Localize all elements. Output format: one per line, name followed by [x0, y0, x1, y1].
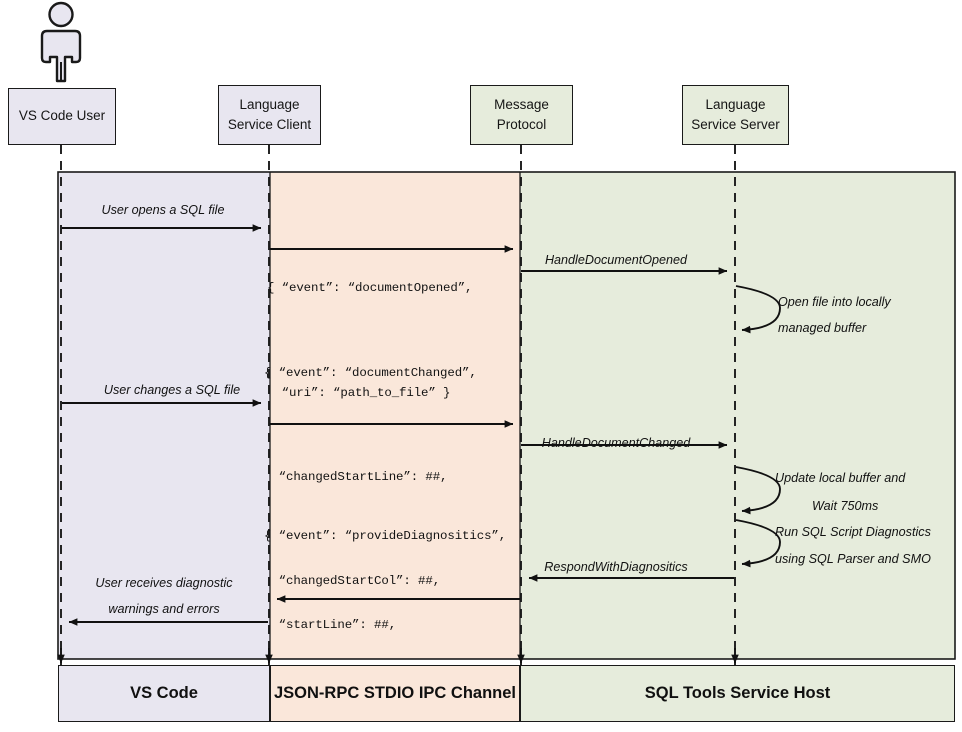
- label-handle-document-opened: HandleDocumentOpened: [544, 253, 688, 267]
- payload-line: “uri”: “path_to_file” }: [267, 386, 451, 400]
- payload-line: { “event”: “documentChanged”,: [264, 366, 477, 381]
- label-user-receives-diagnostics-line2: warnings and errors: [108, 602, 220, 616]
- label-user-changes-sql-file: User changes a SQL file: [103, 383, 241, 397]
- selfloop-run-sql-diagnostics: [735, 519, 781, 568]
- label-open-file-buffer-line1: Open file into locally: [778, 295, 891, 309]
- label-update-buffer-wait-line2: Wait 750ms: [812, 499, 879, 513]
- label-user-receives-diagnostics-line1: User receives diagnostic: [95, 576, 233, 590]
- payload-document-opened: { “event”: “documentOpened”, “uri”: “pat…: [267, 201, 473, 481]
- label-run-sql-diagnostics-line2: using SQL Parser and SMO: [775, 552, 931, 566]
- band-vs-code-bg: [58, 172, 270, 659]
- footer-band-label: JSON-RPC STDIO IPC Channel: [273, 684, 517, 702]
- payload-line: { “event”: “documentOpened”,: [267, 281, 473, 295]
- payload-line: “changedStartCol”: ##,: [264, 573, 441, 588]
- footer-band-json-rpc[interactable]: JSON-RPC STDIO IPC Channel: [270, 665, 520, 722]
- participant-label-line1: Language: [239, 96, 300, 112]
- participant-label-line1: Message: [494, 96, 549, 112]
- participant-vs-code-user[interactable]: VS Code User: [8, 88, 116, 145]
- band-json-rpc-bg: [270, 172, 520, 659]
- label-run-sql-diagnostics-line1: Run SQL Script Diagnostics: [775, 525, 931, 539]
- label-open-file-buffer-line2: managed buffer: [778, 321, 867, 335]
- footer-band-label: VS Code: [130, 684, 198, 702]
- label-user-opens-sql-file: User opens a SQL file: [101, 203, 225, 217]
- selfloop-open-file-buffer: [735, 285, 781, 334]
- payload-line: “startLine”: ##,: [264, 617, 397, 632]
- band-backgrounds: [57, 171, 956, 660]
- participant-label-line2: Service Client: [227, 117, 312, 132]
- participant-message-protocol[interactable]: Message Protocol: [470, 85, 573, 145]
- participant-label: VS Code User: [18, 108, 106, 124]
- participant-language-service-client[interactable]: Language Service Client: [218, 85, 321, 145]
- participant-language-service-server[interactable]: Language Service Server: [682, 85, 789, 145]
- payload-line: { “event”: “provideDiagnositics”,: [264, 529, 507, 543]
- label-handle-document-changed: HandleDocumentChanged: [541, 436, 691, 450]
- footer-band-label: SQL Tools Service Host: [644, 684, 831, 702]
- band-sql-tools-bg: [520, 172, 955, 659]
- payload-line: “changedStartLine”: ##,: [264, 469, 448, 484]
- participant-label-line2: Service Server: [691, 117, 780, 132]
- selfloop-update-buffer-wait: [735, 466, 781, 515]
- label-respond-with-diagnositics: RespondWithDiagnositics: [544, 560, 688, 574]
- footer-band-sql-tools[interactable]: SQL Tools Service Host: [520, 665, 955, 722]
- participant-label-line2: Protocol: [496, 117, 547, 132]
- footer-band-vs-code[interactable]: VS Code: [58, 665, 270, 722]
- participant-label-line1: Language: [705, 96, 766, 112]
- lifelines: [60, 145, 736, 668]
- label-update-buffer-wait-line1: Update local buffer and: [775, 471, 906, 485]
- vs-code-user-actor-icon: [40, 1, 82, 83]
- band-outline: [57, 171, 956, 660]
